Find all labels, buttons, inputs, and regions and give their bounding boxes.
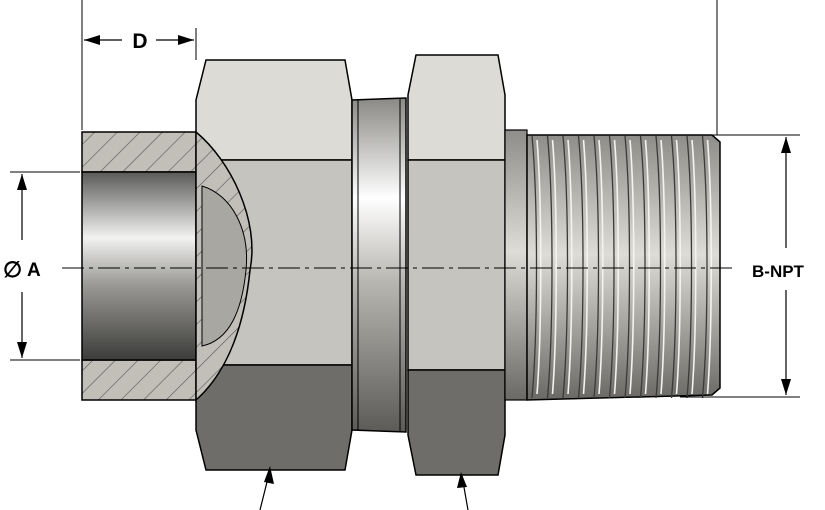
thread-crest — [546, 135, 553, 399]
thread-crest — [686, 135, 693, 399]
thread-crest — [531, 135, 538, 399]
hex-leader-right — [457, 472, 469, 510]
dimension-a: ∅ A — [3, 171, 80, 361]
thread-highlight — [644, 139, 651, 395]
dim-d-label: D — [132, 30, 147, 53]
thread-highlight — [598, 139, 604, 395]
thread-crest — [577, 135, 584, 399]
thread-crest — [670, 135, 677, 399]
hex-leader-left — [259, 466, 274, 510]
thread-highlight — [706, 139, 713, 395]
thread-highlight — [536, 139, 542, 395]
dim-b-label: B-NPT — [752, 262, 805, 281]
thread-crest — [701, 135, 708, 399]
thread-highlight — [629, 139, 635, 395]
thread-highlight — [613, 139, 620, 395]
thread-crests — [531, 135, 713, 399]
thread-crest — [608, 135, 615, 399]
thread-highlight — [582, 139, 589, 395]
dim-a-label: A — [27, 260, 41, 281]
thread-crest — [593, 135, 600, 399]
thread-highlight — [660, 139, 666, 395]
center-ring — [351, 97, 407, 433]
thread-crest — [562, 135, 569, 399]
thread-highlight — [567, 139, 573, 395]
left-hex-nut — [195, 59, 353, 471]
thread-highlight — [675, 139, 682, 395]
thread-crest — [655, 135, 662, 399]
npt-thread — [504, 129, 721, 401]
right-hex — [407, 54, 506, 476]
thread-crest — [624, 135, 631, 399]
diameter-symbol: ∅ — [3, 257, 22, 282]
dimension-d: D — [84, 30, 194, 53]
thread-highlight — [691, 139, 697, 395]
thread-highlight — [551, 139, 558, 395]
thread-crest — [639, 135, 646, 399]
dimension-b: B-NPT — [680, 134, 805, 398]
